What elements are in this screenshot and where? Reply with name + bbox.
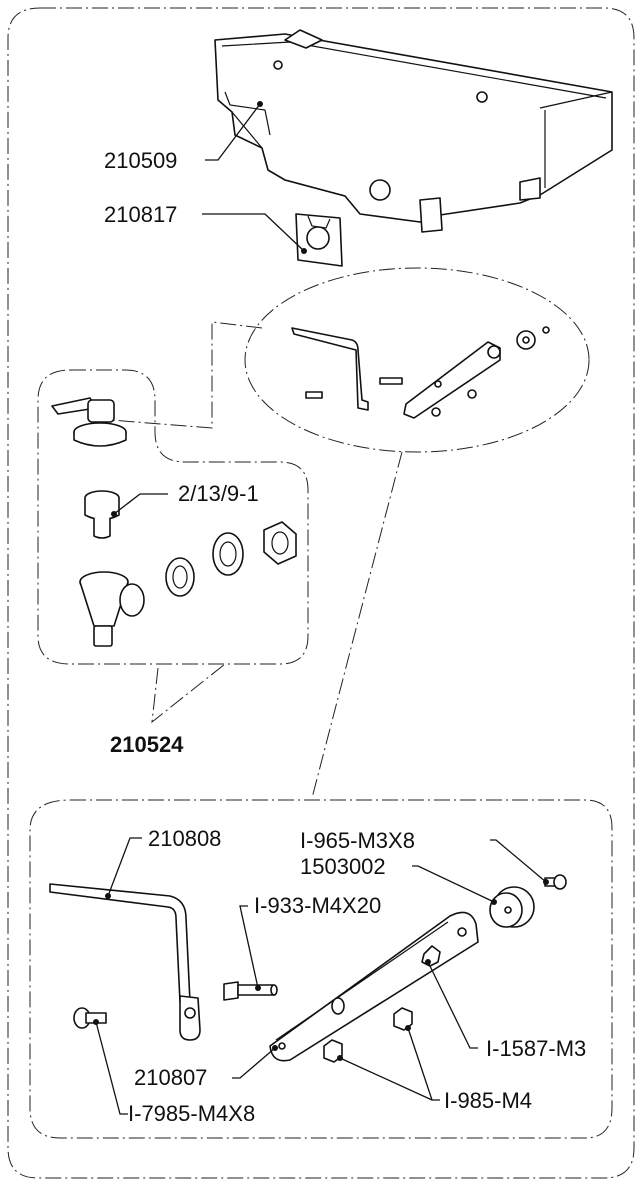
label-faucet-assembly: 210524: [110, 732, 184, 757]
screw-m4x8-part: [73, 1007, 107, 1029]
washer-part: [165, 557, 195, 597]
faucet-body-part: [79, 571, 145, 647]
seal-ring-part: [212, 532, 244, 576]
outer-frame: [7, 7, 635, 1179]
tap-insert-part: [84, 490, 120, 539]
label-screw-m3x8: I-965-M3X8: [300, 828, 415, 853]
assembly-ellipse: [244, 267, 590, 453]
label-tray: 210509: [104, 148, 177, 173]
label-nut-m3: I-1587-M3: [486, 1036, 586, 1061]
label-rod: 210808: [148, 826, 221, 851]
label-nut-m4: I-985-M4: [444, 1088, 532, 1113]
hex-nut-part: [263, 521, 297, 565]
bolt-m4x20-part: [223, 981, 278, 1001]
faucet-assembled-part: [51, 397, 127, 447]
label-lever: 210807: [134, 1065, 207, 1090]
rod-part: [49, 883, 201, 1041]
lever-part: [269, 911, 479, 1062]
assembly-preview: [291, 326, 550, 419]
faucet-group-outline: [37, 369, 309, 665]
label-bracket-plate: 210817: [104, 202, 177, 227]
tray-part: [214, 29, 613, 233]
label-tap-insert: 2/13/9-1: [178, 481, 259, 506]
label-screw-m4x8: I-7985-M4X8: [128, 1101, 255, 1126]
detail-frame: [29, 799, 613, 1139]
bracket-plate-part: [295, 213, 343, 267]
knob-part: [489, 886, 535, 928]
label-knob: 1503002: [300, 854, 386, 879]
label-bolt-m4x20: I-933-M4X20: [254, 893, 381, 918]
